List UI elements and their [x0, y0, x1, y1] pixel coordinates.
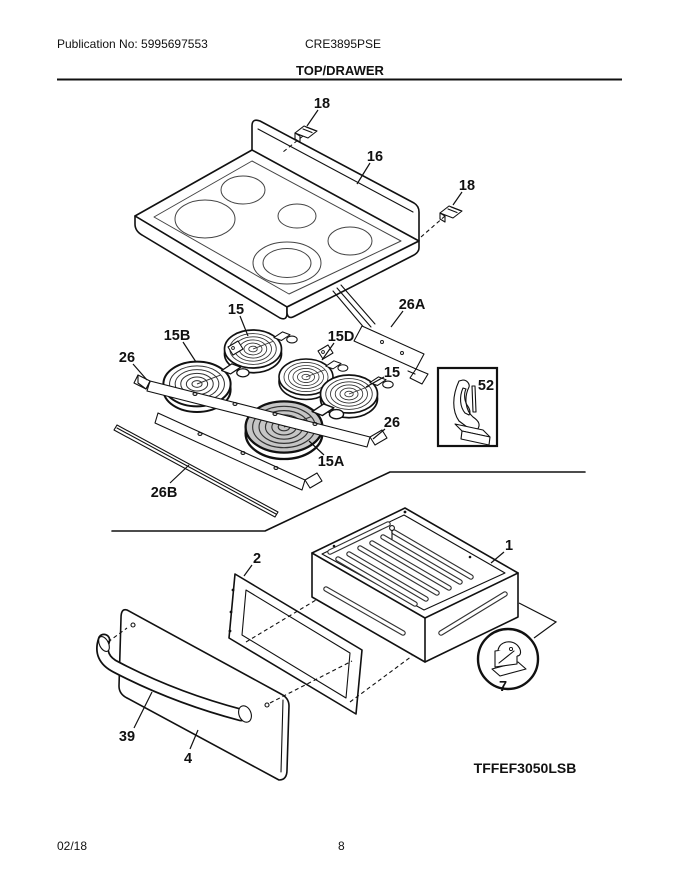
callout-7: 7	[499, 679, 507, 695]
drawer-front-panel	[96, 608, 290, 781]
footer-page-number: 8	[338, 839, 345, 853]
footer-date: 02/18	[57, 839, 87, 853]
callout-26b: 26B	[151, 485, 178, 501]
model-footnote: TFFEF3050LSB	[474, 760, 577, 776]
callout-18-top: 18	[314, 96, 330, 112]
callout-26-right: 26	[384, 415, 400, 431]
callout-26-left: 26	[119, 350, 135, 366]
screw-icon	[389, 525, 395, 540]
rail-26-rear	[146, 380, 371, 448]
glide-pointer	[518, 602, 558, 639]
callout-labels: 18 16 18 26A 15 15B 15D 26 15 52 26 15A …	[119, 96, 513, 767]
callout-15d: 15D	[328, 329, 355, 345]
callout-1: 1	[505, 538, 513, 554]
publication-number: Publication No: 5995697553	[57, 37, 208, 51]
drawer-body	[311, 507, 558, 663]
rail-26-front	[154, 412, 306, 491]
front-panel-outline	[118, 608, 290, 781]
callout-39: 39	[119, 729, 135, 745]
harness-26a	[332, 284, 429, 385]
callout-15a: 15A	[318, 454, 345, 470]
callout-52: 52	[478, 378, 494, 394]
clip-18-right-icon	[439, 205, 463, 223]
callout-15-right: 15	[384, 365, 400, 381]
detail-box-52	[436, 366, 499, 448]
header: Publication No: 5995697553 CRE3895PSE TO…	[57, 37, 622, 81]
callout-15b: 15B	[164, 328, 191, 344]
callout-leaders	[132, 109, 505, 750]
inner-panel	[228, 573, 363, 715]
callout-4: 4	[184, 751, 192, 767]
section-title: TOP/DRAWER	[296, 63, 384, 78]
cooktop-back-flange	[251, 119, 420, 241]
callout-18-right: 18	[459, 178, 475, 194]
callout-26a: 26A	[399, 297, 426, 313]
callout-2: 2	[253, 551, 261, 567]
mounting-rails	[113, 374, 388, 518]
model-number: CRE3895PSE	[305, 37, 381, 51]
drawer-floor-ribs	[335, 529, 474, 607]
drawer-outline	[311, 507, 519, 663]
clip-18-top-icon	[294, 125, 318, 143]
glide-detail	[476, 627, 540, 691]
section-divider	[111, 471, 586, 532]
callout-15-top: 15	[228, 302, 244, 318]
cooktop-burner-rings	[174, 175, 373, 285]
drawer-handle	[96, 633, 252, 723]
callout-16: 16	[367, 149, 383, 165]
cooktop-assembly	[134, 119, 463, 320]
assembly-lines	[107, 135, 446, 704]
footer: 02/18 8	[57, 839, 345, 853]
